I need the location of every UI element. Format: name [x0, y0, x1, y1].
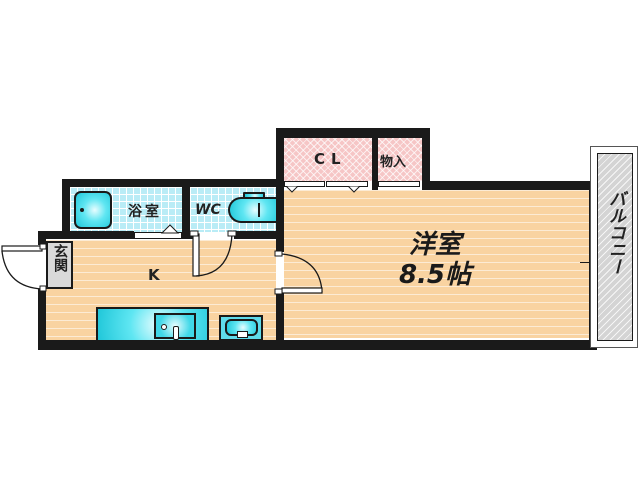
closet-area — [284, 138, 372, 181]
storage-area — [378, 138, 422, 181]
toilet-door[interactable] — [190, 230, 238, 280]
wall-closet-right — [422, 128, 430, 190]
western-room-floor — [284, 190, 589, 338]
wall-top-kitchen-far — [234, 231, 278, 239]
toilet-label: WC — [195, 202, 221, 218]
bathtub-drain — [80, 208, 84, 212]
bathroom-door[interactable] — [134, 232, 182, 239]
closet-door-left[interactable] — [284, 181, 325, 187]
entrance-door[interactable] — [0, 243, 48, 295]
toilet-bowl — [228, 197, 276, 223]
wall-closet-divider — [372, 138, 378, 190]
wall-left-bath — [62, 179, 70, 239]
wall-top-bath — [62, 179, 282, 187]
room-door[interactable] — [274, 250, 326, 296]
wall-kitchen-room-upper — [276, 128, 284, 252]
closet-door-right[interactable] — [326, 181, 368, 187]
western-room-size: 8.5帖 — [398, 260, 472, 290]
wall-room-top — [422, 181, 594, 190]
washbasin-faucet — [237, 331, 248, 338]
closet-door-markers — [285, 186, 361, 193]
bathroom-door-marker — [160, 224, 180, 234]
entrance-label: 玄関 — [52, 244, 68, 272]
balcony — [597, 153, 633, 341]
wall-top-kitchen-left — [38, 231, 134, 239]
closet-label: CL — [314, 150, 347, 168]
storage-door[interactable] — [378, 181, 420, 187]
kitchen-label: K — [148, 266, 160, 284]
kitchen-sink-drain — [161, 324, 167, 330]
western-room-name: 洋室 — [408, 230, 461, 260]
bathroom-label: 浴室 — [128, 204, 162, 220]
storage-label: 物入 — [380, 155, 407, 170]
balcony-label: バルコニー — [605, 190, 625, 275]
wall-kitchen-room-lower — [276, 292, 284, 350]
toilet-seat-line — [258, 203, 260, 217]
wall-bottom — [38, 340, 594, 350]
kitchen-faucet — [173, 326, 179, 340]
wall-closet-top — [276, 128, 430, 138]
room-door-opening — [276, 252, 284, 292]
entrance-floor — [46, 241, 73, 289]
entrance-opening — [38, 245, 46, 289]
wall-bath-wc-divider — [182, 179, 190, 239]
western-room-label: 洋室 8.5帖 — [380, 230, 490, 290]
